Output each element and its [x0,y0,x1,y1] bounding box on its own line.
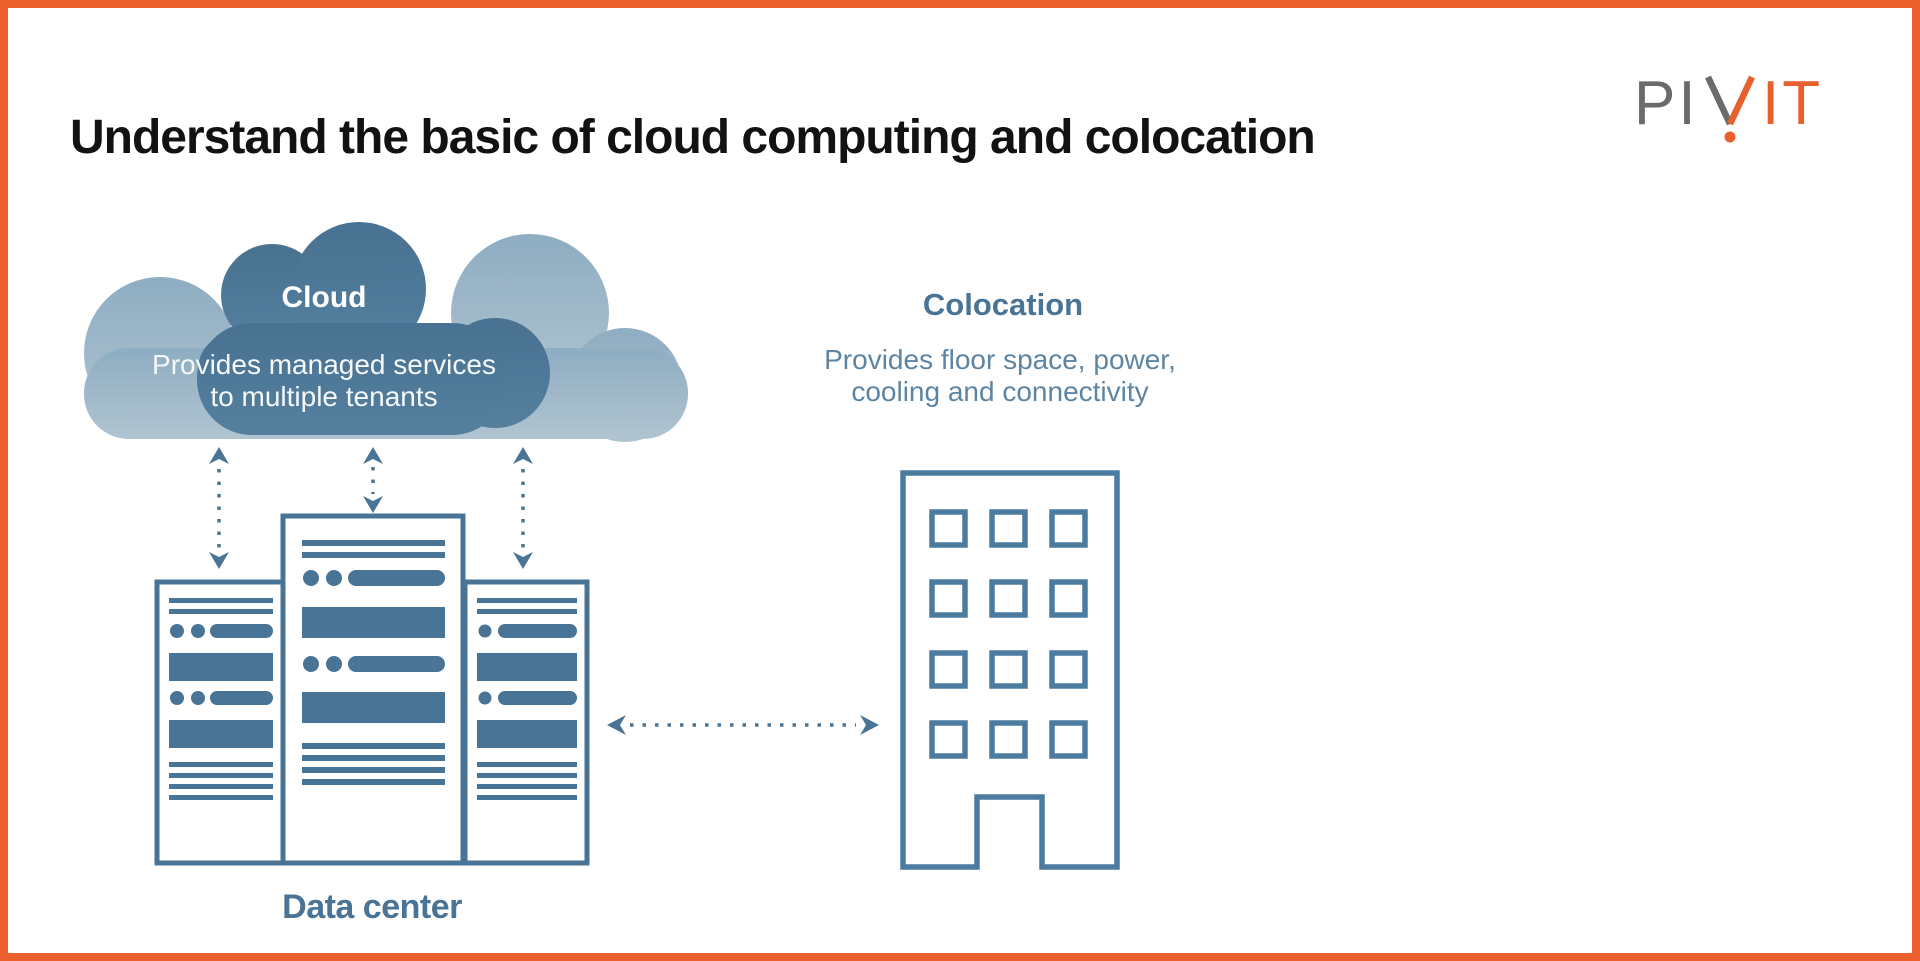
logo-exclamation-dot [1724,131,1736,143]
logo-letter-v-left-stroke [1705,75,1733,126]
server-rack-middle [280,513,466,866]
server-rack-right [462,579,590,866]
cloud-datacenter-arrow-middle [363,447,383,513]
logo-letter-v-right-stroke [1727,75,1755,126]
data-center-illustration [154,513,590,866]
datacenter-colocation-arrow [607,715,879,735]
colocation-description-line2: cooling and connectivity [851,376,1149,408]
cloud-datacenter-arrow-right [513,447,533,569]
cloud-description-line2: to multiple tenants [210,381,438,413]
colocation-description: Provides floor space, power, cooling and… [800,344,1200,409]
cloud-illustration [84,222,688,442]
cloud-description-line1: Provides managed services [152,349,496,380]
colocation-title: Colocation [922,287,1084,322]
cloud-description: Provides managed services to multiple te… [124,349,524,414]
colocation-building-illustration [900,470,1120,870]
cloud-title: Cloud [281,281,367,314]
logo-text-orange: IT [1762,69,1823,138]
cloud-datacenter-arrow-left [209,447,229,569]
page-title: Understand the basic of cloud computing … [70,111,1316,164]
server-rack-left [154,579,288,866]
dark-cloud-shape [197,222,550,435]
building-windows [929,509,1088,759]
data-center-label: Data center [282,888,462,926]
pivit-logo: PI IT [1634,69,1823,143]
logo-text-gray: PI [1634,69,1699,138]
colocation-description-line1: Provides floor space, power, [824,344,1176,375]
